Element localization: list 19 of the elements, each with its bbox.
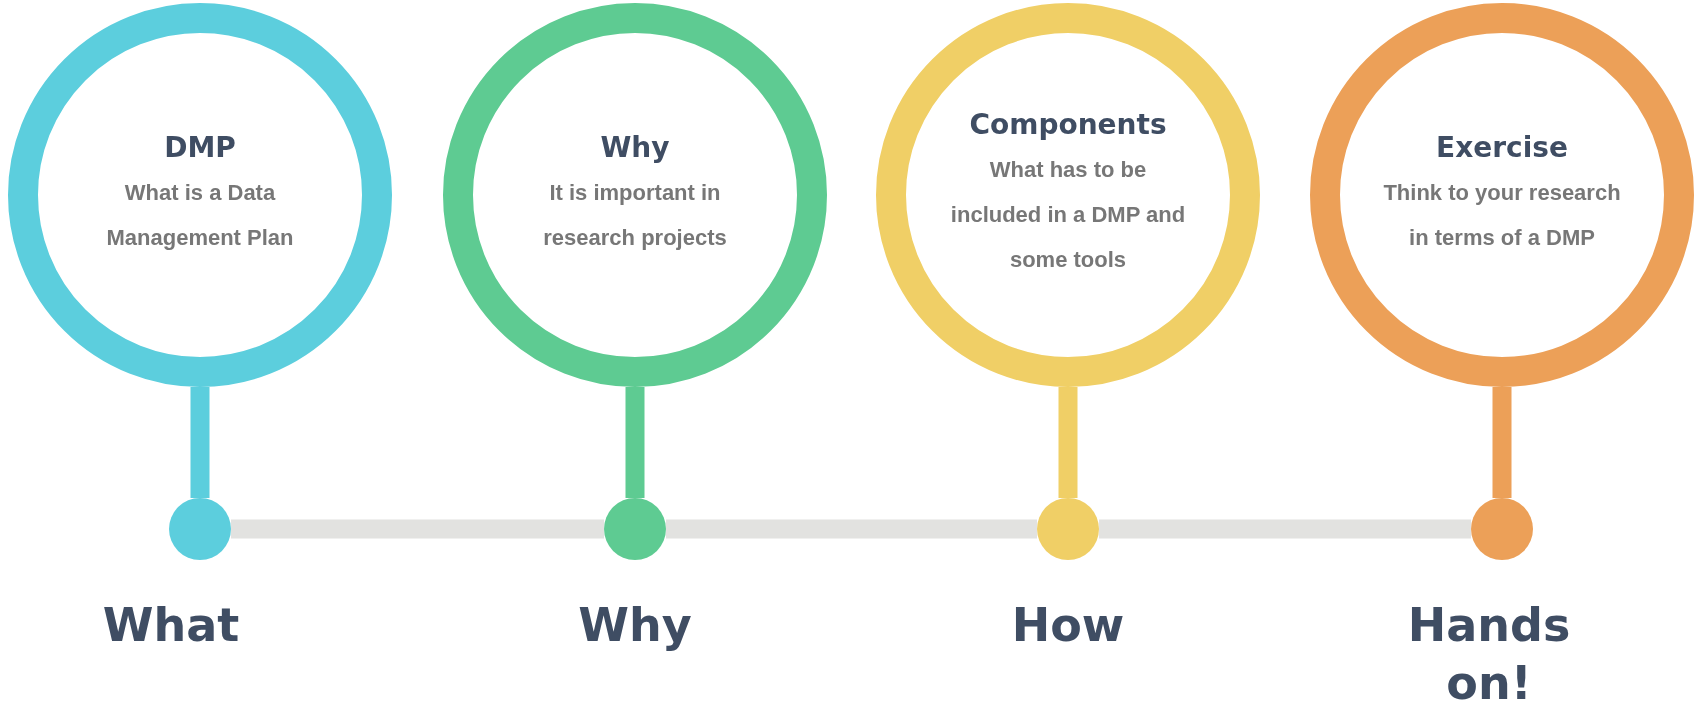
- heading-text: DMP: [164, 130, 236, 164]
- timeline-line: [666, 519, 1037, 539]
- heading-text: Exercise: [1436, 130, 1568, 164]
- connector-stem: [625, 387, 645, 498]
- stage-label: Why: [577, 597, 693, 654]
- heading-text: Components: [969, 108, 1167, 141]
- description-text: Think to your research in terms of a DMP: [1382, 178, 1622, 252]
- timeline-line: [231, 519, 604, 539]
- description-text: It is important in research projects: [542, 178, 728, 252]
- stage-label: How: [1010, 597, 1126, 654]
- description-text: What has to be included in a DMP and some tools: [949, 156, 1187, 274]
- stage-label: Hands on!: [1406, 597, 1572, 703]
- connector-stem: [1492, 387, 1512, 498]
- connector-stem: [190, 387, 210, 498]
- stage-label: What: [101, 597, 241, 654]
- heading-text: Why: [600, 130, 670, 164]
- description-text: What is a Data Management Plan: [105, 178, 295, 252]
- timeline-line: [1099, 519, 1471, 539]
- connector-stem: [1058, 387, 1078, 498]
